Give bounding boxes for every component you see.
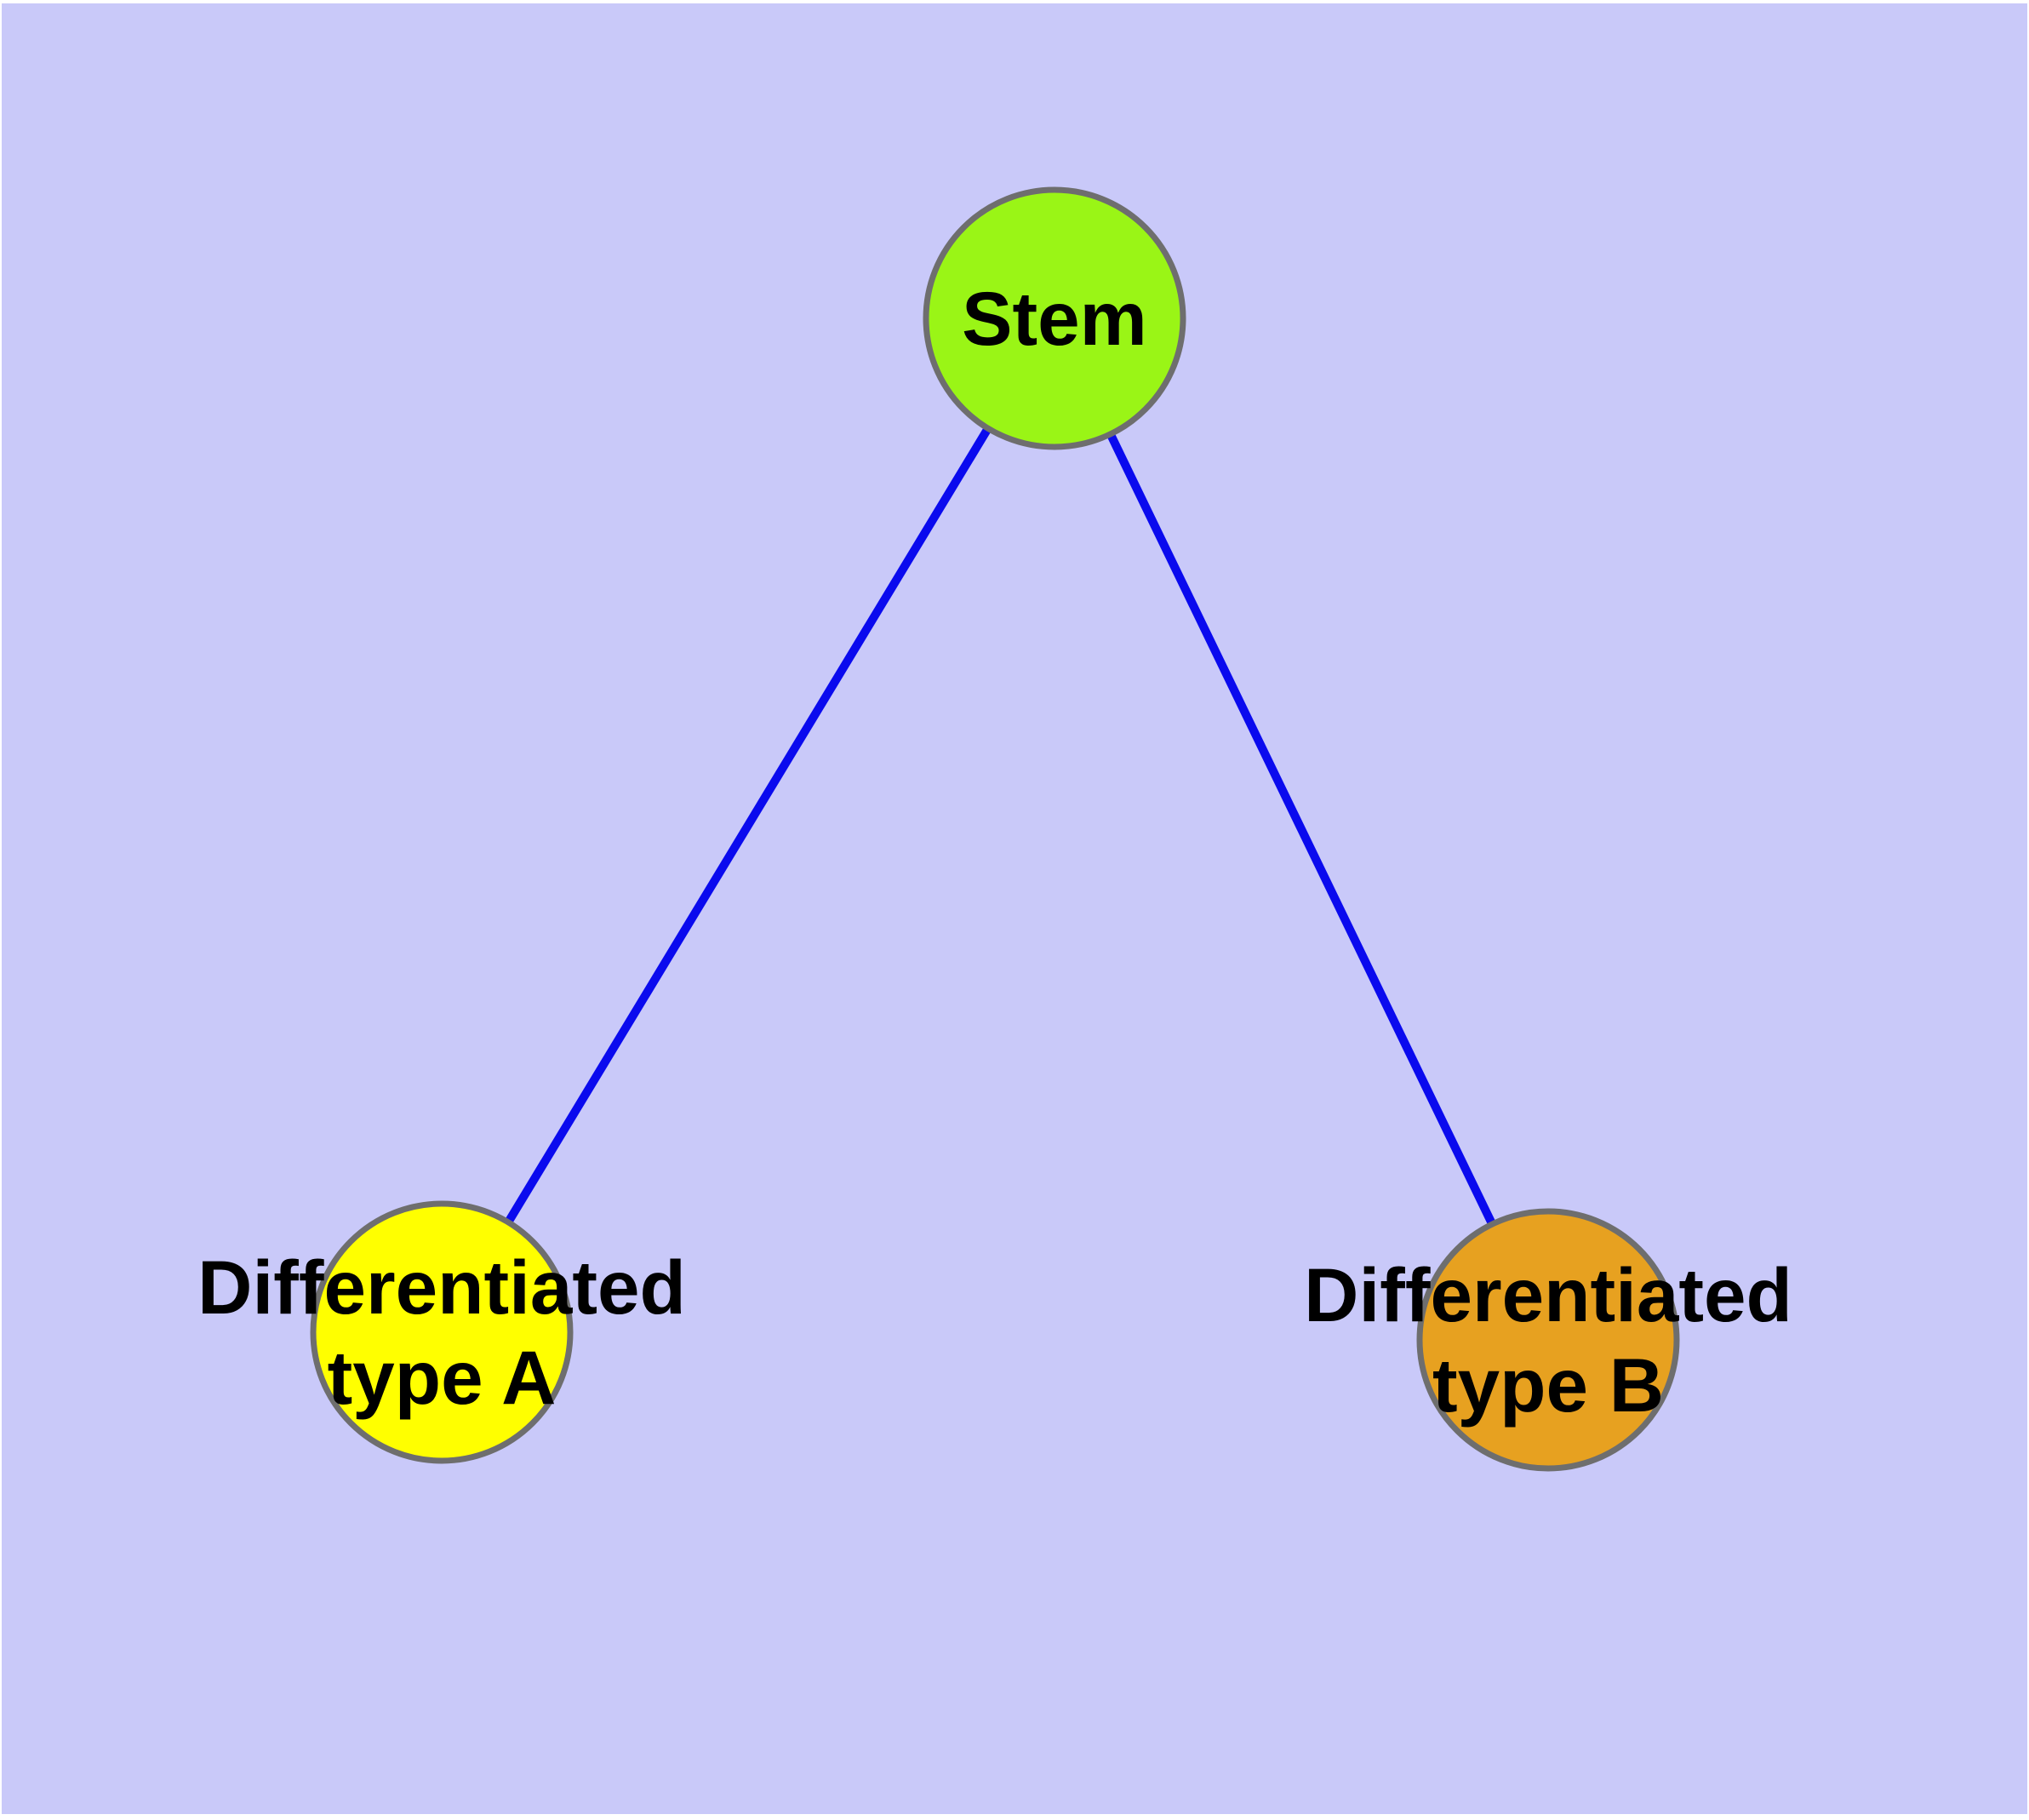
node-stem [923,186,1186,450]
node-label-line: Stem [962,276,1147,361]
node-typeA [310,1200,574,1464]
node-label-line: Differentiated [1304,1252,1792,1337]
edge-stem-typeA [437,316,1059,1335]
node-label-line: Differentiated [197,1245,686,1330]
node-label-stem: Stem [962,273,1147,363]
node-label-line: type B [1432,1342,1664,1428]
node-label-line: type A [327,1335,557,1420]
node-typeB [1416,1208,1680,1472]
edge-stem-typeB [1050,316,1552,1342]
